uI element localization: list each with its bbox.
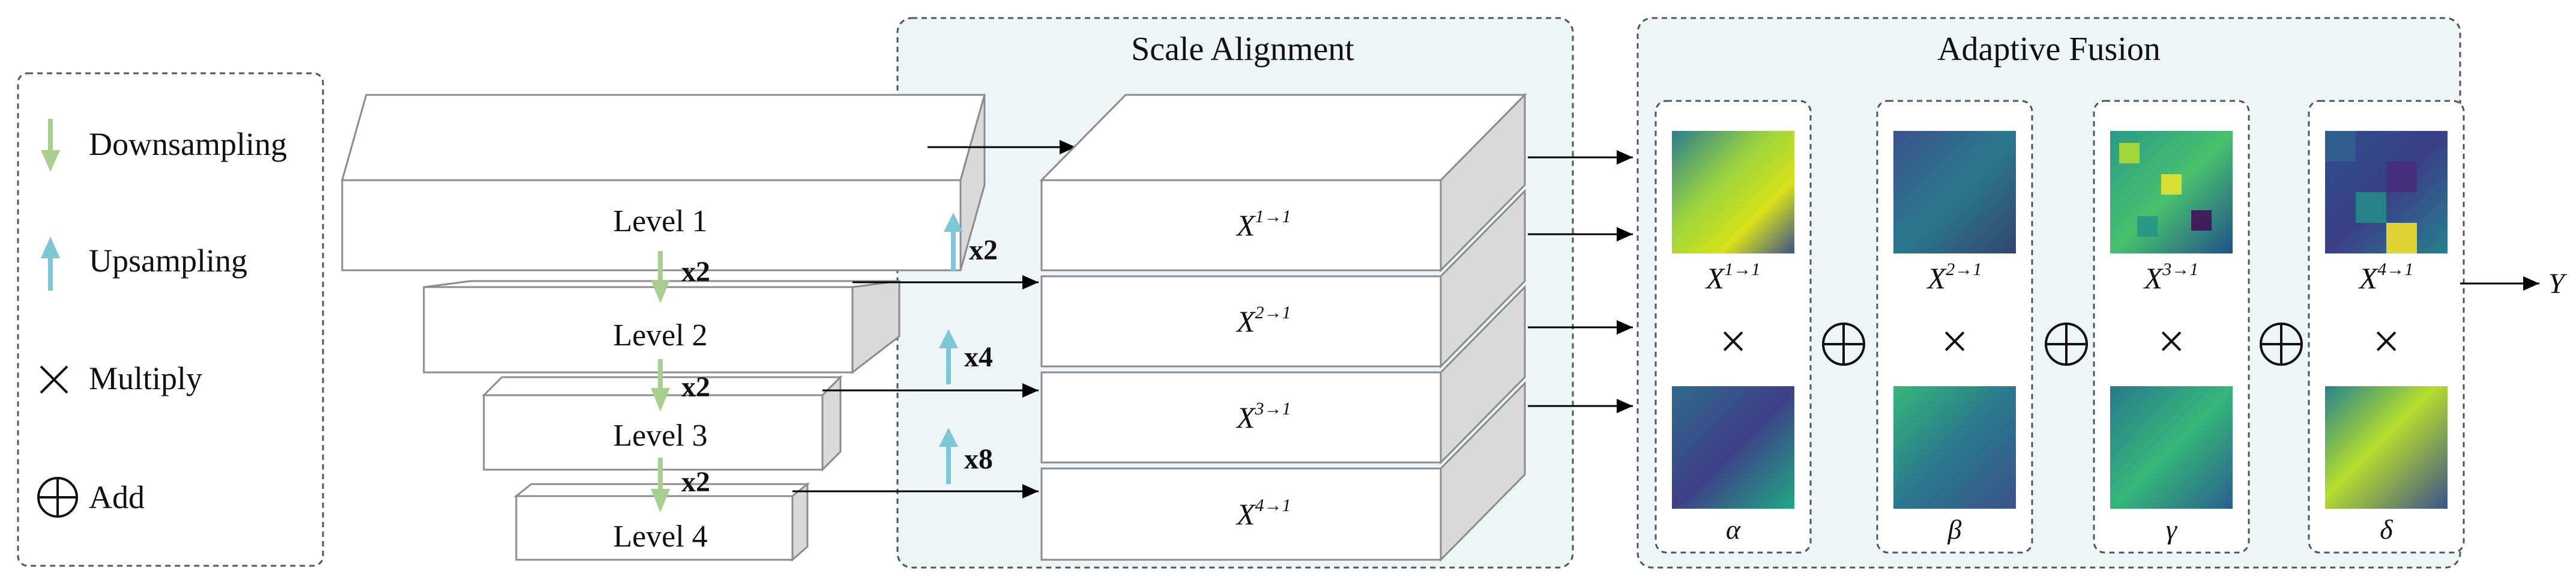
downsample-label-2: x2 <box>681 371 710 403</box>
upsample-label-x8: x8 <box>964 443 993 475</box>
fusion-group-2: X2→1 × β <box>1876 100 2033 554</box>
downsample-arrow-3: x2 <box>651 458 710 512</box>
add-symbol-1 <box>1822 323 1865 366</box>
weight-map-beta <box>1893 386 2016 509</box>
upsampling-arrows: x2 x4 x8 <box>939 213 998 484</box>
fusion-group-4: X4→1 × δ <box>2308 100 2465 554</box>
downsample-arrow-1: x2 <box>651 251 710 303</box>
adaptive-fusion-title: Adaptive Fusion <box>1937 31 2161 68</box>
fusion-groups: X1→1 × α X2→1 × β <box>1654 100 2465 554</box>
weight-beta-label: β <box>1947 514 1962 545</box>
aligned-feature-1: X1→1 <box>1040 92 1526 273</box>
downsampling-label: Downsampling <box>89 126 287 162</box>
upsampling-legend-item: Upsampling <box>41 237 247 291</box>
multiply-legend-item: Multiply <box>40 360 202 396</box>
aligned-feature-4: X4→1 <box>1040 381 1526 562</box>
aligned-feature-2-label: X2→1 <box>1235 303 1291 338</box>
scale-alignment-title: Scale Alignment <box>1131 31 1354 68</box>
legend: Downsampling Upsampling Multiply <box>17 72 324 567</box>
upsampling-label: Upsampling <box>89 243 247 279</box>
downsampling-legend-item: Downsampling <box>41 119 287 172</box>
add-symbol-2 <box>2045 323 2088 366</box>
weight-map-gamma <box>2110 386 2233 509</box>
weight-map-delta <box>2325 386 2448 509</box>
weight-map-alpha <box>1672 386 1794 509</box>
pyramid-level-2: Level 2 <box>423 280 900 375</box>
multiply-symbol-3: × <box>2158 315 2185 368</box>
weight-gamma-label: γ <box>2166 514 2178 545</box>
level-2-label: Level 2 <box>613 318 707 353</box>
add-symbol-3 <box>2260 323 2303 366</box>
pyramid-level-1: Level 1 <box>341 94 986 271</box>
aligned-feature-stack: X1→1 X2→1 X3→1 X4→1 <box>1039 92 1527 562</box>
output-arrow: Y <box>2460 268 2567 300</box>
aligned-feature-4-label: X4→1 <box>1235 496 1291 531</box>
multiply-icon <box>40 365 68 394</box>
aligned-feature-3: X3→1 <box>1040 285 1526 465</box>
output-label: Y <box>2548 268 2567 300</box>
multiply-label: Multiply <box>89 360 202 396</box>
pyramid-level-4: Level 4 <box>513 482 810 562</box>
level-1-label: Level 1 <box>613 204 707 238</box>
fusion-feature-1-label: X1→1 <box>1705 259 1761 295</box>
downsample-label-3: x2 <box>681 466 710 498</box>
add-legend-item: Add <box>37 477 145 518</box>
feature-map-1 <box>1672 131 1794 253</box>
pyramid-level-3: Level 3 <box>481 375 843 472</box>
multiply-symbol-2: × <box>1941 315 1968 368</box>
upsample-arrow-x8: x8 <box>939 428 993 484</box>
aligned-feature-3-label: X3→1 <box>1235 399 1291 434</box>
fusion-group-1: X1→1 × α <box>1654 100 1812 554</box>
add-label: Add <box>89 479 145 515</box>
pyramid-to-alignment-arrows <box>792 140 1076 499</box>
multiply-symbol-1: × <box>1719 315 1746 368</box>
level-4-label: Level 4 <box>613 520 707 554</box>
upsample-arrow-x4: x4 <box>939 329 993 384</box>
feature-map-4-blocks <box>2325 131 2417 253</box>
fusion-feature-3-label: X3→1 <box>2143 259 2199 295</box>
fusion-feature-4-label: X4→1 <box>2358 259 2414 295</box>
level-3-label: Level 3 <box>613 419 707 453</box>
multiply-symbol-4: × <box>2372 315 2400 368</box>
upsample-label-x2: x2 <box>969 234 998 266</box>
down-arrow-icon <box>41 119 60 172</box>
feature-map-2 <box>1893 131 2016 253</box>
up-arrow-icon <box>41 237 60 291</box>
feature-map-3-blocks <box>2119 143 2212 237</box>
add-icon <box>37 477 78 518</box>
alignment-to-fusion-arrows <box>1528 150 1633 413</box>
upsample-arrow-x2: x2 <box>944 213 998 271</box>
upsample-label-x4: x4 <box>964 341 993 373</box>
fusion-feature-2-label: X2→1 <box>1926 259 1982 295</box>
weight-alpha-label: α <box>1726 514 1741 545</box>
downsample-label-1: x2 <box>681 256 710 288</box>
feature-pyramid: Level 1 Level 2 Level 3 Level 4 x2 <box>341 94 986 562</box>
fusion-group-3: X3→1 × γ <box>2093 100 2250 554</box>
aligned-feature-1-label: X1→1 <box>1235 207 1291 242</box>
downsample-arrow-2: x2 <box>651 359 710 411</box>
weight-delta-label: δ <box>2380 514 2393 545</box>
aligned-feature-2: X2→1 <box>1040 189 1526 369</box>
